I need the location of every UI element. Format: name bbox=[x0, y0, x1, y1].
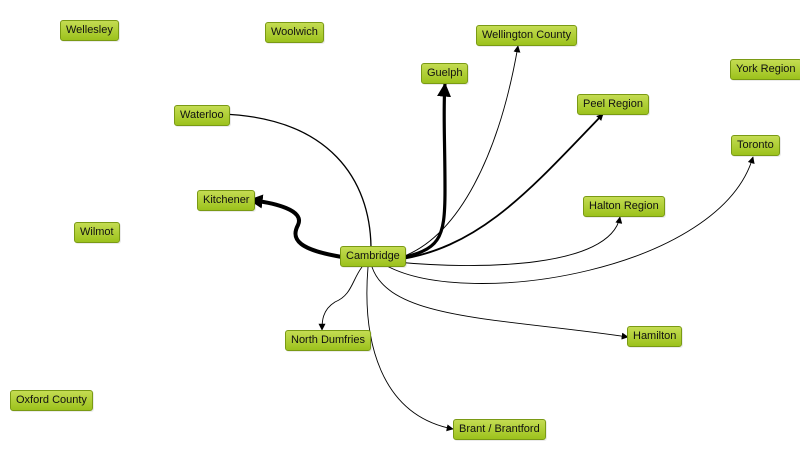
node-york-region[interactable]: York Region bbox=[730, 59, 800, 80]
node-kitchener[interactable]: Kitchener bbox=[197, 190, 256, 211]
edge-cambridge-guelph bbox=[395, 82, 452, 261]
node-brant-brantford[interactable]: Brant / Brantford bbox=[453, 419, 546, 440]
node-waterloo[interactable]: Waterloo bbox=[174, 105, 230, 126]
node-wellington-county[interactable]: Wellington County bbox=[476, 25, 578, 46]
edge-cambridge-north-dumfries bbox=[318, 266, 363, 331]
edge-cambridge-peel-region bbox=[395, 113, 604, 261]
node-north-dumfries[interactable]: North Dumfries bbox=[285, 330, 371, 351]
edge-cambridge-toronto bbox=[386, 156, 755, 284]
edge-cambridge-brant-brantford bbox=[366, 266, 454, 432]
node-cambridge[interactable]: Cambridge bbox=[340, 246, 406, 267]
edge-cambridge-wellington-county bbox=[395, 45, 521, 260]
node-halton-region[interactable]: Halton Region bbox=[583, 196, 665, 217]
node-hamilton[interactable]: Hamilton bbox=[627, 326, 683, 347]
edge-cambridge-hamilton bbox=[371, 266, 629, 340]
node-peel-region[interactable]: Peel Region bbox=[577, 94, 649, 115]
node-oxford-county[interactable]: Oxford County bbox=[10, 390, 93, 411]
edge-cambridge-kitchener bbox=[248, 194, 343, 259]
node-guelph[interactable]: Guelph bbox=[421, 63, 469, 84]
edge-cambridge-halton-region bbox=[395, 216, 623, 266]
node-toronto[interactable]: Toronto bbox=[731, 135, 780, 156]
node-woolwich[interactable]: Woolwich bbox=[265, 22, 324, 43]
node-wellesley[interactable]: Wellesley bbox=[60, 20, 119, 41]
node-wilmot[interactable]: Wilmot bbox=[74, 222, 120, 243]
edge-cambridge-waterloo bbox=[221, 110, 372, 248]
